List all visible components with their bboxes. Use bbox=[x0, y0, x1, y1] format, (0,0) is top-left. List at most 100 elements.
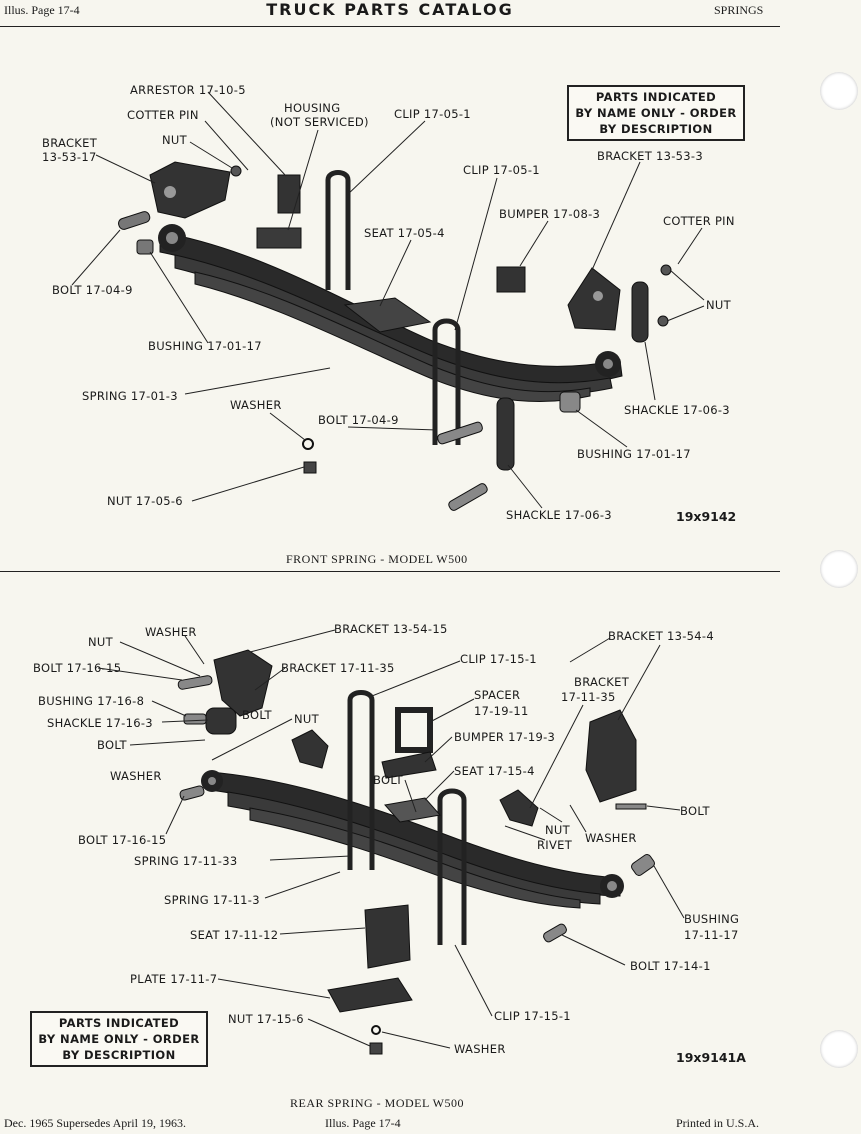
front-nut-right-b-shape bbox=[657, 315, 669, 327]
rear-bolt-r-shape bbox=[615, 803, 647, 810]
label-bracket-b: BRACKET 13-54-4 bbox=[608, 629, 714, 643]
label-spacer-2: 17-19-11 bbox=[474, 704, 529, 718]
rear-spring-eye-right bbox=[600, 874, 624, 898]
label-bolt-f: BOLT 17-14-1 bbox=[630, 959, 711, 973]
label-seat-a: SEAT 17-15-4 bbox=[454, 764, 535, 778]
front-leaf-spring bbox=[159, 231, 623, 403]
label-spring: SPRING 17-01-3 bbox=[82, 389, 178, 403]
rear-nut-b-shape bbox=[369, 1042, 383, 1055]
front-bolt-left-shape bbox=[118, 211, 151, 230]
front-parts-note: PARTS INDICATED BY NAME ONLY - ORDER BY … bbox=[567, 85, 745, 141]
rear-bushing-r-shape bbox=[631, 854, 655, 876]
label-seat: SEAT 17-05-4 bbox=[364, 226, 445, 240]
rear-note-line-1: PARTS INDICATED bbox=[58, 1016, 180, 1030]
front-clip-top-shape bbox=[325, 170, 351, 290]
rear-bracket-c-shape bbox=[291, 729, 329, 769]
front-note-line-2: BY NAME ONLY - ORDER bbox=[575, 106, 737, 120]
label-bracket-a: BRACKET 13-54-15 bbox=[334, 622, 448, 636]
label-clip-top: CLIP 17-15-1 bbox=[460, 652, 537, 666]
label-bumper: BUMPER 17-08-3 bbox=[499, 207, 601, 221]
rear-bumper-shape bbox=[381, 751, 437, 779]
label-bolt-d: BOLT bbox=[373, 773, 403, 787]
header-section: SPRINGS bbox=[714, 3, 764, 17]
label-bracket-d-2: 17-11-35 bbox=[561, 690, 616, 704]
rear-bushing-a-shape bbox=[183, 713, 207, 725]
rear-note-line-3: BY DESCRIPTION bbox=[62, 1048, 176, 1062]
header-page-ref: Illus. Page 17-4 bbox=[4, 3, 80, 17]
label-shackle: SHACKLE 17-16-3 bbox=[47, 716, 153, 730]
rear-spacer-shape bbox=[395, 707, 433, 753]
label-spacer-1: SPACER bbox=[474, 688, 521, 702]
rear-note-line-2: BY NAME ONLY - ORDER bbox=[38, 1032, 200, 1046]
label-washer-mid: WASHER bbox=[110, 769, 162, 783]
label-bumper: BUMPER 17-19-3 bbox=[454, 730, 556, 744]
front-housing-shape bbox=[256, 227, 302, 249]
rear-leader-lines bbox=[97, 629, 685, 1049]
binder-hole-bottom bbox=[820, 1030, 858, 1068]
label-nut-mid: NUT bbox=[294, 712, 319, 726]
label-housing-2: (NOT SERVICED) bbox=[270, 115, 369, 129]
front-bracket-right-shape bbox=[567, 267, 621, 331]
label-bolt-b: BOLT bbox=[242, 708, 272, 722]
front-bushing-left-shape bbox=[136, 239, 154, 255]
label-seat-b: SEAT 17-11-12 bbox=[190, 928, 279, 942]
label-washer-top: WASHER bbox=[145, 625, 197, 639]
front-leader-lines bbox=[71, 91, 705, 509]
rear-plate-shape bbox=[327, 977, 413, 1013]
front-spring-eye-left bbox=[158, 224, 186, 252]
rear-clip-bottom-shape bbox=[437, 788, 467, 945]
label-washer-bottom: WASHER bbox=[454, 1042, 506, 1056]
binder-hole-top bbox=[820, 72, 858, 110]
label-washer-r: WASHER bbox=[585, 831, 637, 845]
label-shackle-bottom: SHACKLE 17-06-3 bbox=[506, 508, 612, 522]
footer-page-ref: Illus. Page 17-4 bbox=[325, 1116, 401, 1130]
front-note-line-3: BY DESCRIPTION bbox=[599, 122, 713, 136]
rear-washer-b-shape bbox=[371, 1025, 381, 1035]
label-clip-top: CLIP 17-05-1 bbox=[394, 107, 471, 121]
label-nut-bottom: NUT 17-05-6 bbox=[107, 494, 183, 508]
front-nut-bottom-shape bbox=[303, 461, 317, 474]
front-note-line-1: PARTS INDICATED bbox=[595, 90, 717, 104]
front-caption: FRONT SPRING - MODEL W500 bbox=[286, 552, 468, 566]
label-nut-r: NUT bbox=[545, 823, 570, 837]
front-bolt-mid-shape bbox=[437, 421, 483, 445]
label-nut-bottom: NUT 17-15-6 bbox=[228, 1012, 304, 1026]
label-bushing-left: BUSHING 17-01-17 bbox=[148, 339, 262, 353]
rear-bolt-f-shape bbox=[543, 923, 567, 943]
header-rule bbox=[0, 26, 780, 27]
label-spring-a: SPRING 17-11-33 bbox=[134, 854, 238, 868]
label-bracket-right: BRACKET 13-53-3 bbox=[597, 149, 703, 163]
label-bracket-d-1: BRACKET bbox=[574, 675, 630, 689]
footer-printed: Printed in U.S.A. bbox=[676, 1116, 760, 1130]
label-bracket-left-2: 13-53-17 bbox=[42, 150, 97, 164]
label-cotter-pin-left: COTTER PIN bbox=[127, 108, 199, 122]
label-plate: PLATE 17-11-7 bbox=[130, 972, 218, 986]
rear-seat-b-shape bbox=[364, 904, 411, 969]
front-spring-eye-right bbox=[595, 351, 621, 377]
front-bumper-shape bbox=[496, 266, 526, 293]
front-bolt-bottom-shape bbox=[448, 483, 488, 511]
label-clip-mid: CLIP 17-05-1 bbox=[463, 163, 540, 177]
rear-bolt-a-shape bbox=[177, 675, 213, 690]
label-nut-left: NUT bbox=[162, 133, 187, 147]
rear-shackle-shape bbox=[205, 707, 237, 735]
front-bushing-right-shape bbox=[559, 391, 581, 413]
rear-caption: REAR SPRING - MODEL W500 bbox=[290, 1096, 465, 1110]
footer-date: Dec. 1965 Supersedes April 19, 1963. bbox=[4, 1116, 186, 1130]
front-clip-mid-shape bbox=[432, 318, 461, 445]
page-title: TRUCK PARTS CATALOG bbox=[266, 0, 514, 19]
label-spring-b: SPRING 17-11-3 bbox=[164, 893, 260, 907]
section-divider bbox=[0, 571, 780, 572]
rear-leaf-spring bbox=[209, 771, 621, 909]
front-nut-left-shape bbox=[230, 165, 242, 177]
front-bracket-left-shape bbox=[149, 161, 231, 219]
label-bracket-left-1: BRACKET bbox=[42, 136, 98, 150]
rear-clip-top-shape bbox=[347, 690, 375, 870]
label-bushing-r-2: 17-11-17 bbox=[684, 928, 739, 942]
front-washer-shape bbox=[302, 438, 314, 450]
label-bushing-right: BUSHING 17-01-17 bbox=[577, 447, 691, 461]
rear-illustration-code: 19x9141A bbox=[676, 1050, 746, 1065]
label-arrestor: ARRESTOR 17-10-5 bbox=[130, 83, 246, 97]
label-nut-right: NUT bbox=[706, 298, 731, 312]
label-housing-1: HOUSING bbox=[284, 101, 341, 115]
